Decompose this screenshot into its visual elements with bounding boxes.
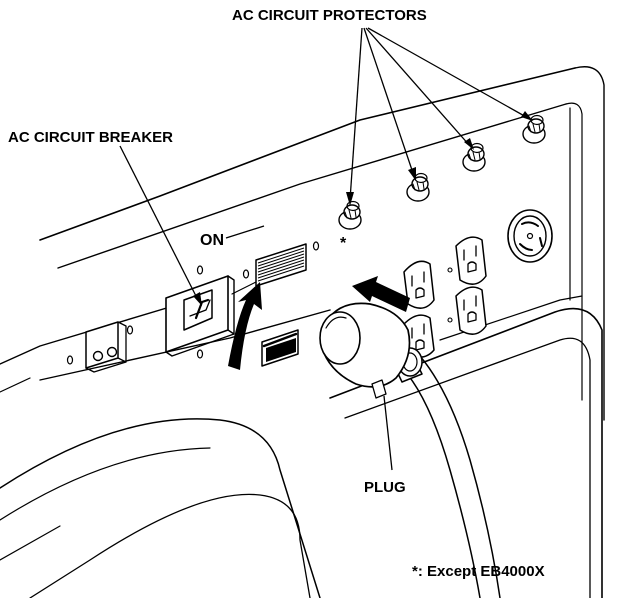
on-indicator: [232, 244, 306, 294]
small-switch: [262, 330, 298, 366]
receptacle-lower-right: [448, 287, 486, 334]
plug: [320, 303, 500, 598]
footnote-except: *: Except EB4000X: [412, 563, 545, 580]
label-on: ON: [200, 232, 224, 249]
circuit-protector-3: [463, 144, 485, 172]
receptacle-upper-right: [448, 237, 486, 284]
left-control-block: [68, 322, 133, 372]
asterisk-mark: *: [340, 235, 347, 252]
circuit-protector-2: [407, 174, 429, 202]
label-ac-circuit-protectors: AC CIRCUIT PROTECTORS: [232, 7, 427, 24]
switch-direction-arrow: [228, 282, 262, 370]
circuit-protector-4: [523, 116, 545, 144]
label-ac-circuit-breaker: AC CIRCUIT BREAKER: [8, 129, 173, 146]
label-plug: PLUG: [364, 479, 406, 496]
twist-lock-receptacle: [508, 210, 552, 262]
